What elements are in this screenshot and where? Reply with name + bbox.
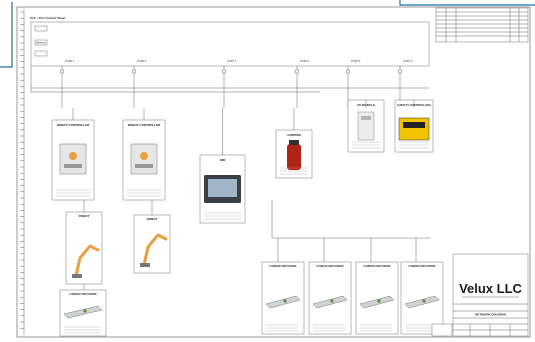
gripper-cap-icon [289, 140, 299, 145]
io-terminal-icon [361, 116, 371, 120]
switch-port-label: PORT 6 [403, 59, 413, 63]
switch-ports: PORT 1 PORT 2 PORT 3 PORT 4 PORT 5 PORT 6 [60, 59, 413, 108]
switch-port-label: PORT 1 [65, 59, 75, 63]
left-accent-bracket [0, 2, 13, 68]
switch-port: PORT 2 [132, 59, 147, 108]
controller-cabinet-icon [130, 143, 158, 175]
plc-sub-label: Ethernet [36, 41, 46, 45]
conveyor-drive-card[interactable]: CONVEYOR DRIVE [355, 261, 399, 335]
robot-base-icon [72, 274, 82, 278]
robot-controller-card[interactable]: ROBOT CONTROLLER [122, 108, 166, 201]
switch-port: PORT 1 [60, 59, 75, 108]
top-accent-bracket [399, 0, 535, 6]
plc-panel-label: PLC - PLC Control Panel [30, 16, 65, 20]
plc-panel-frame [30, 21, 430, 67]
port-connector [60, 69, 64, 74]
drive-label: CONVEYOR DRIVE [408, 264, 435, 268]
port-connector [398, 69, 402, 74]
plc-slot [34, 50, 48, 57]
conveyor-drive-card[interactable]: CONVEYOR DRIVE [400, 261, 444, 335]
drive-unit-icon [63, 305, 103, 319]
title-block: Velux LLC NETWORK DIAGRAM [452, 253, 529, 337]
drive-status-icon [422, 299, 426, 303]
device-label: I/O MODULE [357, 103, 375, 107]
drive-status-icon [283, 299, 287, 303]
drive-status-icon [330, 299, 334, 303]
controller-vent-icon [135, 164, 153, 168]
drive-unit-icon [312, 295, 348, 309]
robot-label: ROBOT [147, 217, 158, 221]
controller-dial-icon [69, 152, 77, 160]
robot-arms: ROBOT ROBOT [65, 200, 171, 285]
conveyor-branch [271, 200, 430, 262]
drawing-title: NETWORK DIAGRAM [475, 313, 506, 317]
safety-controller-icon [398, 117, 430, 141]
port-connector [346, 69, 350, 74]
gripper-card[interactable]: GRIPPER [275, 108, 313, 179]
conveyor-drive-card[interactable]: CONVEYOR DRIVE [308, 261, 352, 335]
ethernet-bus [30, 66, 429, 93]
controller-vent-icon [64, 164, 82, 168]
company-name: Velux LLC [459, 281, 522, 296]
port-connector [222, 69, 226, 74]
drive-unit-icon [359, 295, 395, 309]
drive-label: CONVEYOR DRIVE [69, 292, 96, 296]
conveyor-drives: CONVEYOR DRIVE CONVEYOR DRIVE CONVEYOR DRI… [59, 261, 444, 337]
conveyor-drive-card[interactable]: CONVEYOR DRIVE [261, 261, 305, 335]
plc-slot [34, 39, 48, 46]
device-label: HMI [220, 158, 226, 162]
controller-dial-icon [140, 152, 148, 160]
port-connector [132, 69, 136, 74]
robot-arm-card[interactable]: ROBOT [65, 200, 103, 285]
drive-unit-icon [265, 295, 301, 309]
drive-status-icon [83, 309, 87, 313]
drawing-border [16, 6, 531, 338]
approval-box [431, 323, 453, 337]
switch-port: PORT 3 [222, 59, 237, 108]
switch-port-label: PORT 5 [351, 59, 361, 63]
robot-arm-icon [142, 233, 168, 267]
device-label: GRIPPER [287, 133, 301, 137]
drive-unit-icon [404, 295, 440, 309]
gripper-body-icon [287, 144, 301, 170]
revision-block [435, 7, 529, 43]
robot-controller-card[interactable]: ROBOT CONTROLLER [51, 108, 95, 201]
conveyor-drive-card[interactable]: CONVEYOR DRIVE [59, 289, 107, 337]
plc-slot [34, 25, 48, 32]
switch-port-label: PORT 2 [137, 59, 147, 63]
plc-panel[interactable]: PLC - PLC Control Panel Ethernet [30, 16, 430, 67]
drive-label: CONVEYOR DRIVE [363, 264, 390, 268]
switch-port-label: PORT 3 [227, 59, 237, 63]
device-cards: ROBOT CONTROLLER ROBOT CONTROLLER HMI GRIPP… [51, 99, 434, 224]
device-label: ROBOT CONTROLLER [57, 123, 90, 127]
switch-port-label: PORT 4 [300, 59, 310, 63]
robot-label: ROBOT [79, 214, 90, 218]
device-label: ROBOT CONTROLLER [128, 123, 161, 127]
hmi-card[interactable]: HMI [199, 108, 246, 224]
device-label: SAFETY CONTROLLER [397, 103, 431, 107]
io-module-card[interactable]: I/O MODULE [347, 99, 385, 153]
drive-label: CONVEYOR DRIVE [316, 264, 343, 268]
safety-controller-card[interactable]: SAFETY CONTROLLER [394, 99, 434, 153]
title-block-frame [452, 253, 529, 337]
port-connector [295, 69, 299, 74]
robot-arm-card[interactable]: ROBOT [133, 200, 171, 274]
drive-status-icon [377, 299, 381, 303]
robot-base-icon [140, 263, 150, 267]
line-number-strip [20, 9, 25, 335]
hmi-screen-icon [208, 179, 237, 197]
drive-label: CONVEYOR DRIVE [269, 264, 296, 268]
safety-terminal-icon [403, 122, 425, 128]
robot-arm-icon [74, 244, 100, 278]
switch-port: PORT 4 [295, 59, 310, 108]
